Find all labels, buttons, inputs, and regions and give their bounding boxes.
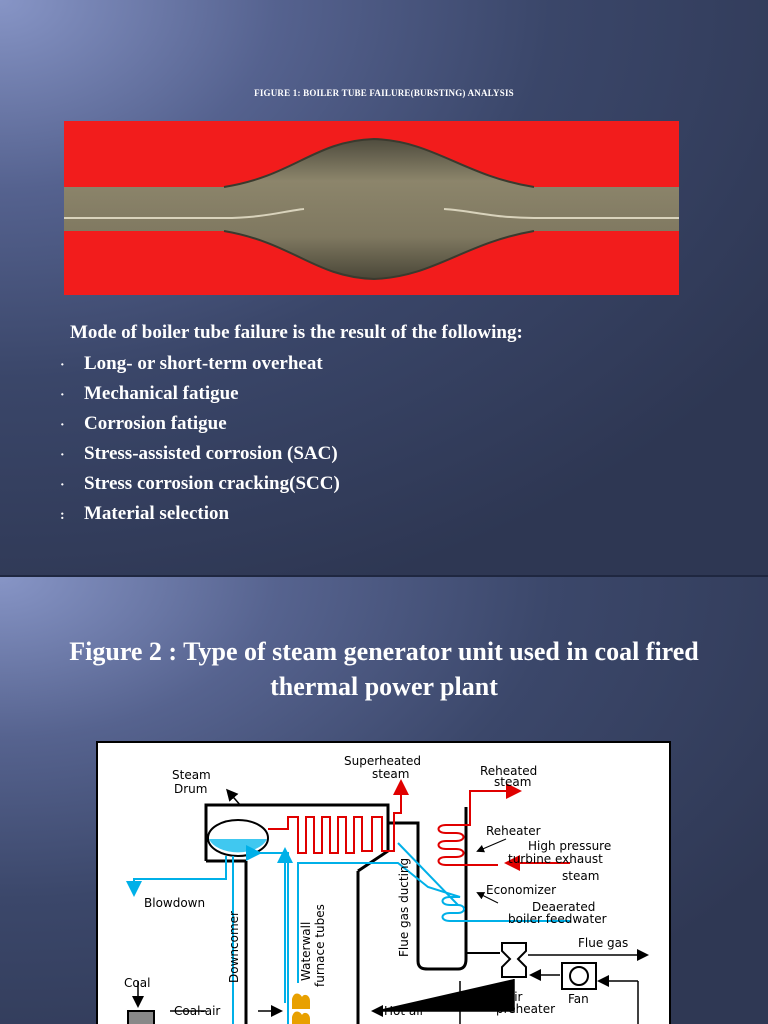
burst-tube-photo (64, 121, 679, 295)
economizer-coil (297, 862, 570, 983)
label-steam-drum-2: Drum (174, 782, 207, 796)
slide-2: Figure 2 : Type of steam generator unit … (0, 577, 768, 1024)
list-item: · Long- or short-term overheat (60, 353, 523, 375)
label-coal-air: Coal-air (174, 1004, 220, 1018)
list-item-text: Stress-assisted corrosion (SAC) (84, 443, 338, 464)
label-waterwall-2: furnace tubes (313, 904, 327, 987)
label-flue-gas-ducting: Flue gas ducting (397, 858, 411, 957)
label-economizer: Economizer (486, 883, 556, 897)
coal-mill (127, 1010, 155, 1024)
label-blowdown: Blowdown (144, 896, 205, 910)
list-item: · Mechanical fatigue (60, 383, 523, 405)
list-item-text: Corrosion fatigue (84, 413, 227, 434)
figure-1-title: FIGURE 1: BOILER TUBE FAILURE(BURSTING) … (254, 88, 514, 98)
bullet: · (60, 478, 65, 493)
bullet: : (60, 508, 65, 523)
waterwall-tubes (246, 845, 289, 1024)
slide-divider (0, 575, 768, 577)
label-coal: Coal (124, 976, 150, 990)
list-item-text: Long- or short-term overheat (84, 353, 323, 374)
slide-1: FIGURE 1: BOILER TUBE FAILURE(BURSTING) … (0, 0, 768, 575)
label-deaerated-2: boiler feedwater (508, 912, 607, 926)
label-superheated: Superheated (344, 754, 421, 768)
list-item: : Material selection (60, 503, 523, 525)
modes-heading: Mode of boiler tube failure is the resul… (70, 322, 523, 343)
air-preheater (501, 942, 527, 978)
list-item: · Stress-assisted corrosion (SAC) (60, 443, 523, 465)
label-air-preheater-2: preheater (496, 1002, 555, 1016)
furnace-outline (204, 803, 390, 861)
label-downcomer: Downcomer (227, 911, 241, 983)
bullet: · (60, 418, 65, 433)
label-waterwall: Waterwall (299, 922, 313, 981)
bullet: · (60, 388, 65, 403)
label-hp-exhaust: High pressure (528, 839, 611, 853)
figure-2-title: Figure 2 : Type of steam generator unit … (69, 637, 699, 701)
flue-gas-duct (388, 807, 468, 971)
list-item-text: Material selection (84, 503, 230, 524)
steam-generator-diagram: Steam Drum Superheated steam Reheated st… (96, 741, 671, 1024)
list-item: · Corrosion fatigue (60, 413, 523, 435)
bullet: · (60, 358, 65, 373)
label-reheated-2: steam (494, 775, 531, 789)
label-hot-air: Hot air (384, 1004, 425, 1018)
list-item-text: Stress corrosion cracking(SCC) (84, 473, 340, 494)
label-reheater: Reheater (486, 824, 541, 838)
superheater-coil (268, 779, 409, 854)
flame-icon (292, 993, 310, 1009)
reheater-coil (437, 790, 498, 866)
label-steam-drum: Steam (172, 768, 211, 782)
label-air-preheater: Air (506, 990, 523, 1004)
list-item: · Stress corrosion cracking(SCC) (60, 473, 523, 495)
label-reheated: Reheated (480, 764, 537, 778)
bullet: · (60, 448, 65, 463)
label-hp-exhaust-3: steam (562, 869, 599, 883)
list-item-text: Mechanical fatigue (84, 383, 239, 404)
failure-modes-list: Mode of boiler tube failure is the resul… (60, 322, 523, 533)
label-hp-exhaust-2: turbine exhaust (508, 852, 603, 866)
label-superheated-2: steam (372, 767, 409, 781)
label-flue-gas: Flue gas (578, 936, 628, 950)
label-deaerated: Deaerated (532, 900, 595, 914)
label-fan: Fan (568, 992, 589, 1006)
